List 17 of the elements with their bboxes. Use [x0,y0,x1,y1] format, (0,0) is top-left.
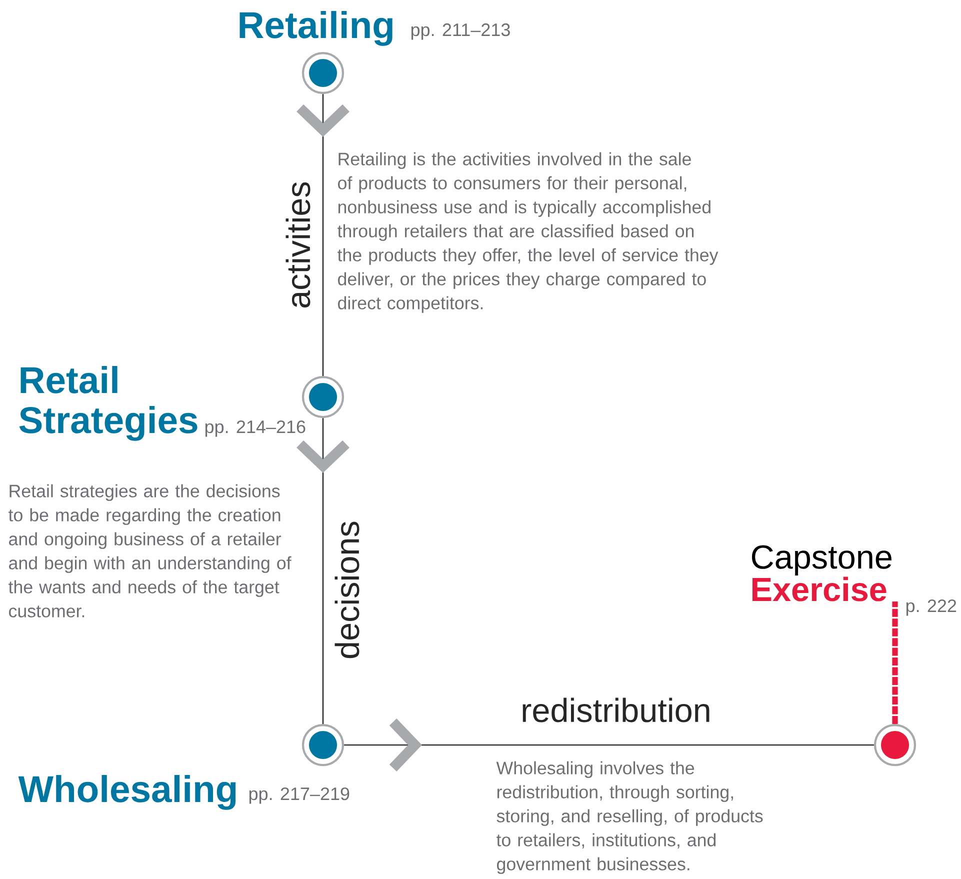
connector-line [892,602,898,724]
page-reference: pp. 211–213 [411,23,510,40]
edge-label: decisions [334,522,360,658]
description-text: Retailing is the activities involved in the sale of products to consumers for their personal, nonbusiness use and is typically accomplished through retailers that are classified based on the products they offer, the level of service they deliver, or the prices they charge compared to direct competitors. [338,152,718,313]
node-label: Retailing [240,10,392,46]
page-reference: p. 222 [906,599,956,616]
description-text: Retail strategies are the decisions to be made regarding the creation and ongoing business of a retailer and begin with an understanding of the wants and needs of the target customer. [8,484,292,618]
node-label: Retail Strategies [19,366,198,441]
description-text: Wholesaling involves the redistribution, through sorting, storing, and reselling, of products to retailers, institutions, and government businesses. [496,761,763,874]
heading-text: Capstone Exercise [752,545,892,602]
page-reference: pp. 214–216 [205,420,306,437]
timeline-node: Retailing [240,10,392,94]
edge-label: redistribution [522,698,710,722]
timeline-node [874,724,916,766]
page-reference: pp. 217–219 [249,787,350,804]
edge-label: activities [286,182,310,308]
node-label: Wholesaling [18,774,236,810]
